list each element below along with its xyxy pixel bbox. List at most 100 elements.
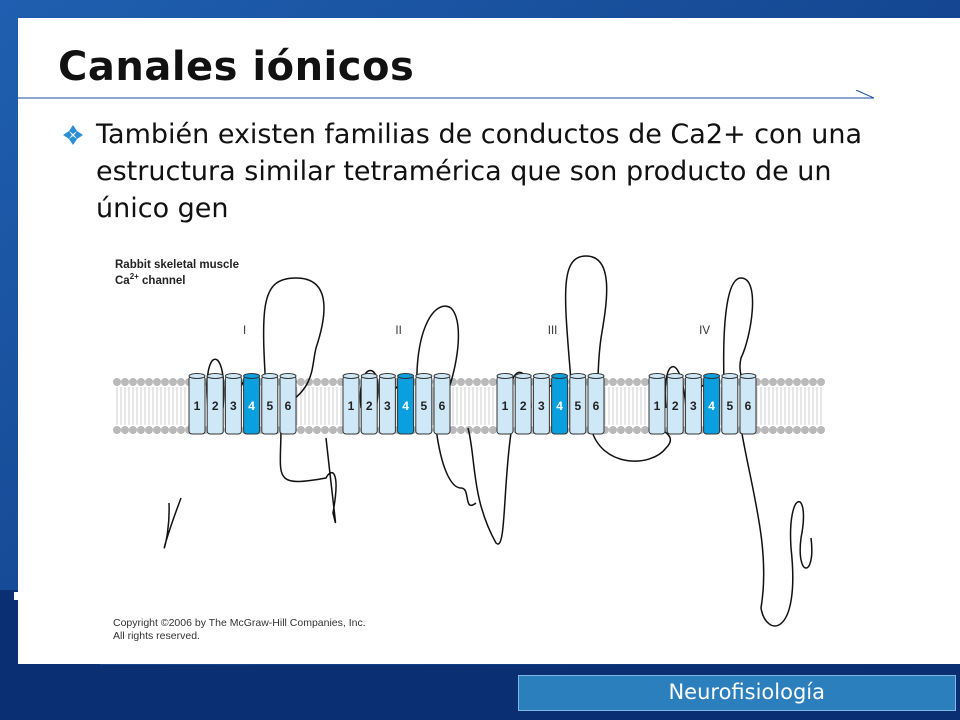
segment-number: 5 bbox=[266, 399, 273, 413]
segment-cap bbox=[514, 373, 532, 379]
lipid-head-outer bbox=[641, 378, 649, 386]
domain-numeral: II bbox=[395, 325, 401, 337]
segment-cap bbox=[551, 373, 569, 379]
segment-cap bbox=[378, 373, 396, 379]
segment-number: 1 bbox=[194, 399, 201, 413]
segment-cap bbox=[739, 373, 757, 379]
domain-numeral: I bbox=[243, 325, 246, 337]
lipid-head-outer bbox=[169, 378, 177, 386]
segment-number: 4 bbox=[708, 399, 715, 413]
lipid-head-inner bbox=[489, 426, 497, 434]
segment-cap bbox=[648, 373, 666, 379]
lipid-head-outer bbox=[129, 378, 137, 386]
lipid-head-outer bbox=[145, 378, 153, 386]
segment-cap bbox=[224, 373, 242, 379]
lipid-head-inner bbox=[161, 426, 169, 434]
segment-number: 1 bbox=[348, 399, 355, 413]
domain-numeral: IV bbox=[699, 325, 710, 337]
lipid-head-inner bbox=[129, 426, 137, 434]
lipid-head-outer bbox=[633, 378, 641, 386]
lipid-head-inner bbox=[177, 426, 185, 434]
lipid-head-outer bbox=[769, 378, 777, 386]
lipid-head-outer bbox=[481, 378, 489, 386]
slide-title: Canales iónicos bbox=[58, 44, 415, 90]
lipid-head-outer bbox=[297, 378, 305, 386]
segment-cap bbox=[360, 373, 378, 379]
segment-number: 4 bbox=[556, 399, 563, 413]
segment-number: 3 bbox=[538, 399, 545, 413]
lipid-head-inner bbox=[113, 426, 121, 434]
copyright-line1: Copyright ©2006 by The McGraw-Hill Compa… bbox=[113, 617, 366, 629]
segment-number: 6 bbox=[285, 399, 292, 413]
lipid-head-inner bbox=[625, 426, 633, 434]
lipid-head-outer bbox=[161, 378, 169, 386]
lipid-head-inner bbox=[481, 426, 489, 434]
lipid-head-outer bbox=[465, 378, 473, 386]
lipid-head-inner bbox=[169, 426, 177, 434]
segment-cap bbox=[397, 373, 415, 379]
lipid-head-inner bbox=[305, 426, 313, 434]
segment-number: 1 bbox=[502, 399, 509, 413]
figure-caption-line1: Rabbit skeletal muscle bbox=[115, 259, 239, 271]
segment-cap bbox=[243, 373, 261, 379]
segment-cap bbox=[587, 373, 605, 379]
segment-cap bbox=[666, 373, 684, 379]
segment-number: 3 bbox=[690, 399, 697, 413]
lipid-head-outer bbox=[153, 378, 161, 386]
segment-cap bbox=[569, 373, 587, 379]
lipid-head-inner bbox=[297, 426, 305, 434]
segment-number: 4 bbox=[402, 399, 409, 413]
lipid-head-outer bbox=[801, 378, 809, 386]
lipid-head-inner bbox=[457, 426, 465, 434]
lipid-head-inner bbox=[793, 426, 801, 434]
copyright-line2: All rights reserved. bbox=[113, 630, 200, 642]
lipid-head-outer bbox=[617, 378, 625, 386]
lipid-head-outer bbox=[457, 378, 465, 386]
lipid-head-inner bbox=[153, 426, 161, 434]
segment-number: 5 bbox=[420, 399, 427, 413]
lipid-head-inner bbox=[313, 426, 321, 434]
footer-bar: Neurofisiología bbox=[518, 675, 956, 711]
lipid-head-inner bbox=[777, 426, 785, 434]
lipid-head-inner bbox=[761, 426, 769, 434]
segment-number: 3 bbox=[230, 399, 237, 413]
segment-cap bbox=[342, 373, 360, 379]
footer-label: Neurofisiología bbox=[668, 680, 825, 704]
segment-number: 5 bbox=[726, 399, 733, 413]
lipid-head-outer bbox=[473, 378, 481, 386]
lipid-head-outer bbox=[785, 378, 793, 386]
lipid-head-outer bbox=[809, 378, 817, 386]
segment-number: 4 bbox=[248, 399, 255, 413]
diamond-bullet-icon bbox=[63, 125, 83, 145]
lipid-head-inner bbox=[329, 426, 337, 434]
segment-cap bbox=[188, 373, 206, 379]
segment-number: 5 bbox=[574, 399, 581, 413]
lipid-head-outer bbox=[177, 378, 185, 386]
lipid-head-outer bbox=[489, 378, 497, 386]
segment-number: 2 bbox=[366, 399, 373, 413]
title-underline bbox=[18, 90, 874, 99]
lipid-head-inner bbox=[145, 426, 153, 434]
lipid-head-inner bbox=[121, 426, 129, 434]
segment-cap bbox=[279, 373, 297, 379]
lipid-head-outer bbox=[113, 378, 121, 386]
lipid-head-inner bbox=[321, 426, 329, 434]
segment-cap bbox=[496, 373, 514, 379]
domain-numeral: III bbox=[548, 325, 558, 337]
lipid-head-outer bbox=[817, 378, 825, 386]
lipid-head-outer bbox=[793, 378, 801, 386]
segment-cap bbox=[261, 373, 279, 379]
segment-cap bbox=[433, 373, 451, 379]
lipid-head-outer bbox=[761, 378, 769, 386]
lipid-head-outer bbox=[137, 378, 145, 386]
segment-cap bbox=[721, 373, 739, 379]
segment-cap bbox=[684, 373, 702, 379]
lipid-head-outer bbox=[329, 378, 337, 386]
